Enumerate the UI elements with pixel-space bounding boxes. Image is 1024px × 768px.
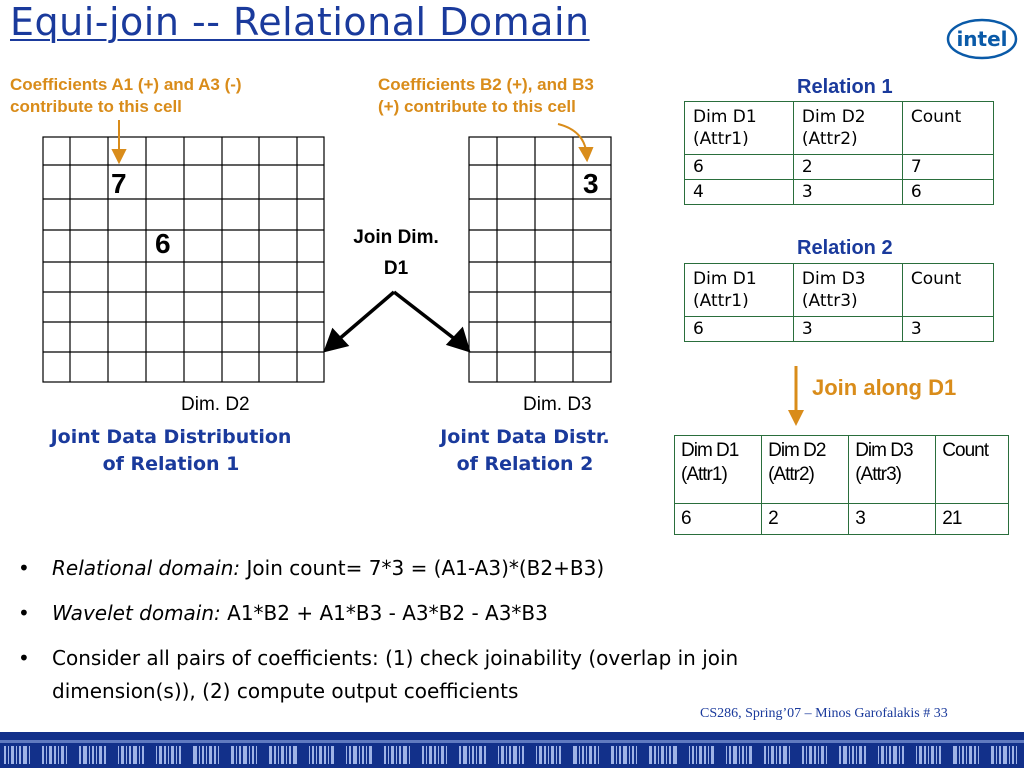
intel-logo: intel xyxy=(946,18,1018,60)
bullet-list: • Relational domain: Join count= 7*3 = (… xyxy=(18,552,998,708)
table-cell: 3 xyxy=(848,503,937,535)
table-cell: 3 xyxy=(901,316,995,342)
logo-text: intel xyxy=(956,27,1007,51)
grid2-caption-line2: of Relation 2 xyxy=(456,453,594,475)
bullet-item: • Wavelet domain: A1*B2 + A1*B3 - A3*B2 … xyxy=(18,597,998,630)
footer-bar xyxy=(0,732,1024,768)
join-dim-line1: Join Dim. xyxy=(353,227,439,248)
relation2-title: Relation 2 xyxy=(797,237,893,259)
note-arrows xyxy=(111,120,594,165)
relation1-title: Relation 1 xyxy=(797,76,893,98)
grid2-cell-value-3: 3 xyxy=(583,168,599,199)
header-cell: Dim D3(Attr3) xyxy=(848,435,937,504)
header-cell: Count xyxy=(935,435,1009,504)
table-cell: 6 xyxy=(684,154,794,180)
table-cell: 2 xyxy=(761,503,850,535)
join-along-label: Join along D1 xyxy=(812,375,957,400)
join-diagram xyxy=(42,120,612,383)
relation2-table: Dim D1(Attr1) Dim D3(Attr3) Count 6 3 3 xyxy=(684,263,995,342)
grid1-axis-label: Dim. D2 xyxy=(181,394,250,415)
note-left-line2: contribute to this cell xyxy=(10,97,182,116)
table-header-row: Dim D1(Attr1) Dim D3(Attr3) Count xyxy=(684,263,995,317)
bullet2-text: A1*B2 + A1*B3 - A3*B2 - A3*B3 xyxy=(220,601,548,625)
table-cell: 3 xyxy=(792,316,903,342)
bullet1-text: Join count= 7*3 = (A1-A3)*(B2+B3) xyxy=(240,556,605,580)
join-dim-label: Join Dim. D1 xyxy=(334,222,458,284)
table-cell: 2 xyxy=(792,154,903,180)
note-right-line2: (+) contribute to this cell xyxy=(378,97,576,116)
table-cell: 6 xyxy=(684,316,794,342)
header-cell: Count xyxy=(901,263,995,317)
bullet-dot: • xyxy=(18,601,30,625)
grid1-caption: Joint Data Distribution of Relation 1 xyxy=(12,424,330,478)
table-cell: 6 xyxy=(673,503,763,535)
note-right: Coefficients B2 (+), and B3 (+) contribu… xyxy=(378,74,594,118)
header-cell: Dim D1(Attr1) xyxy=(684,101,794,155)
join-arrows xyxy=(323,290,471,353)
table-row: 6 3 3 xyxy=(684,316,995,342)
join-along-arrow xyxy=(788,366,804,426)
header-cell: Dim D2(Attr2) xyxy=(792,101,903,155)
table-row: 6 2 7 xyxy=(684,154,995,180)
footer-text: CS286, Spring’07 – Minos Garofalakis # 3… xyxy=(700,706,948,721)
table-cell: 7 xyxy=(901,154,995,180)
grid1-cell-value-6: 6 xyxy=(155,228,171,259)
note-left-line1: Coefficients A1 (+) and A3 (-) xyxy=(10,75,242,94)
header-cell: Dim D3(Attr3) xyxy=(792,263,903,317)
header-cell: Count xyxy=(901,101,995,155)
grid2-caption: Joint Data Distr. of Relation 2 xyxy=(408,424,642,478)
table-row: 6 2 3 21 xyxy=(673,503,1009,535)
table-cell: 6 xyxy=(901,179,995,205)
note-right-line1: Coefficients B2 (+), and B3 xyxy=(378,75,594,94)
bullet2-em: Wavelet domain: xyxy=(52,601,221,625)
bullet-item: • Consider all pairs of coefficients: (1… xyxy=(18,642,998,708)
grid1-cell-value-7: 7 xyxy=(111,168,127,199)
relation1-table: Dim D1(Attr1) Dim D2(Attr2) Count 6 2 7 … xyxy=(684,101,995,205)
table-cell: 3 xyxy=(792,179,903,205)
table-row: 4 3 6 xyxy=(684,179,995,205)
grid-relation1 xyxy=(42,136,325,383)
result-table: Dim D1(Attr1) Dim D2(Attr2) Dim D3(Attr3… xyxy=(673,435,1009,535)
slide-title: Equi-join -- Relational Domain xyxy=(10,0,590,44)
table-header-row: Dim D1(Attr1) Dim D2(Attr2) Dim D3(Attr3… xyxy=(673,435,1009,504)
grid2-axis-label: Dim. D3 xyxy=(523,394,592,415)
bullet-dot: • xyxy=(18,556,30,580)
bullet3-line1: Consider all pairs of coefficients: (1) … xyxy=(52,646,739,670)
header-cell: Dim D1(Attr1) xyxy=(673,435,763,504)
table-cell: 21 xyxy=(935,503,1009,535)
header-cell: Dim D2(Attr2) xyxy=(761,435,850,504)
bullet1-em: Relational domain: xyxy=(52,556,241,580)
note-left: Coefficients A1 (+) and A3 (-) contribut… xyxy=(10,74,242,118)
table-cell: 4 xyxy=(684,179,794,205)
header-cell: Dim D1(Attr1) xyxy=(684,263,794,317)
bullet-item: • Relational domain: Join count= 7*3 = (… xyxy=(18,552,998,585)
bullet-dot: • xyxy=(18,646,30,670)
table-header-row: Dim D1(Attr1) Dim D2(Attr2) Count xyxy=(684,101,995,155)
join-dim-line2: D1 xyxy=(383,258,409,279)
bullet3-line2: dimension(s)), (2) compute output coeffi… xyxy=(52,679,519,703)
grid1-caption-line1: Joint Data Distribution xyxy=(50,426,292,448)
grid-relation2 xyxy=(468,136,612,383)
grid1-caption-line2: of Relation 1 xyxy=(102,453,240,475)
grid2-caption-line1: Joint Data Distr. xyxy=(440,426,610,448)
